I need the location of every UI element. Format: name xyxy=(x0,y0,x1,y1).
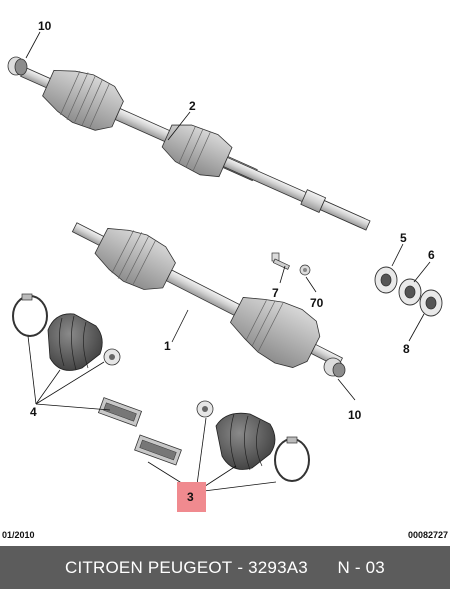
footer-separator: - xyxy=(232,557,249,577)
leader-lines xyxy=(25,31,431,493)
footer-brand: CITROEN PEUGEOT xyxy=(65,557,233,577)
callout-6: 6 xyxy=(428,248,435,262)
bush-bottom xyxy=(323,357,346,378)
callout-10-top: 10 xyxy=(38,19,52,33)
footer-part-number: 3293A3 xyxy=(248,557,308,577)
footer-gap xyxy=(308,558,338,578)
callout-2: 2 xyxy=(189,99,196,113)
boot-kit-4 xyxy=(12,293,143,427)
bolt-7 xyxy=(271,252,290,270)
footer-bar: CITROEN PEUGEOT - 3293A3 N - 03 xyxy=(0,546,450,589)
callout-4: 4 xyxy=(30,405,37,419)
callout-3-highlight xyxy=(177,482,206,512)
nut-70 xyxy=(299,264,311,276)
exploded-parts-diagram: 10 2 5 6 7 70 8 1 4 10 3 xyxy=(7,19,443,512)
callout-70: 70 xyxy=(310,296,324,310)
driveshaft-short xyxy=(71,222,343,368)
callout-3: 3 xyxy=(187,490,194,504)
boot-kit-3 xyxy=(134,400,310,482)
revision-date: 01/2010 xyxy=(2,530,35,540)
bearing-6 xyxy=(398,278,422,306)
driveshaft-long xyxy=(20,66,371,231)
bearing-5 xyxy=(374,266,398,294)
bearing-8 xyxy=(419,289,443,317)
callout-5: 5 xyxy=(400,231,407,245)
bush-top xyxy=(7,56,28,76)
footer-page: N - 03 xyxy=(337,557,385,577)
callout-7: 7 xyxy=(272,286,279,300)
callout-8: 8 xyxy=(403,342,410,356)
callout-1: 1 xyxy=(164,339,171,353)
callout-10-bottom: 10 xyxy=(348,408,362,422)
diagram-code: 00082727 xyxy=(407,530,448,540)
